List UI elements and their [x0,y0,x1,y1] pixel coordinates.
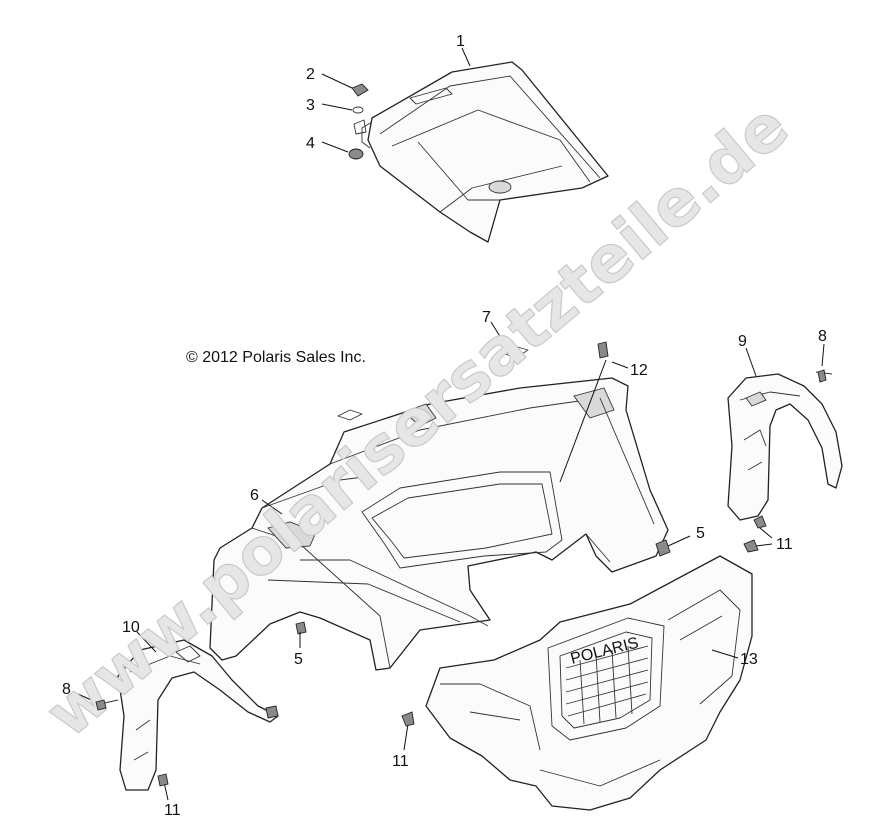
callout-4: 4 [306,135,315,152]
leader-lines [77,47,825,801]
callout-6: 6 [250,487,259,504]
part-13-front-bumper: POLARIS [425,555,753,811]
fastener-heads [95,369,827,787]
callout-11-right: 11 [776,536,793,553]
part-9-right-fender [727,371,843,521]
grille-mesh [565,645,649,725]
callout-5-left: 5 [294,651,303,668]
callout-8-left: 8 [62,681,71,698]
callout-10: 10 [122,619,140,636]
callout-3: 3 [306,97,315,114]
fasteners-5-7-12 [295,341,671,635]
callout-9: 9 [738,333,747,350]
callout-7: 7 [482,309,491,326]
callout-1: 1 [456,33,465,50]
callout-2: 2 [306,66,315,83]
callout-11-middle: 11 [392,753,409,770]
hardware-2-3-4 [348,83,369,160]
callout-5-right: 5 [696,525,705,542]
copyright-text: © 2012 Polaris Sales Inc. [186,349,366,366]
part-6-hood [209,377,669,671]
callout-11-left: 11 [164,802,181,819]
callout-labels: 1 2 3 4 7 12 9 8 6 5 11 10 5 13 8 11 11 [62,33,827,819]
callout-12: 12 [630,362,648,379]
part-1-storage-lid [361,61,609,243]
callout-13: 13 [740,651,758,668]
callout-8-right: 8 [818,328,827,345]
